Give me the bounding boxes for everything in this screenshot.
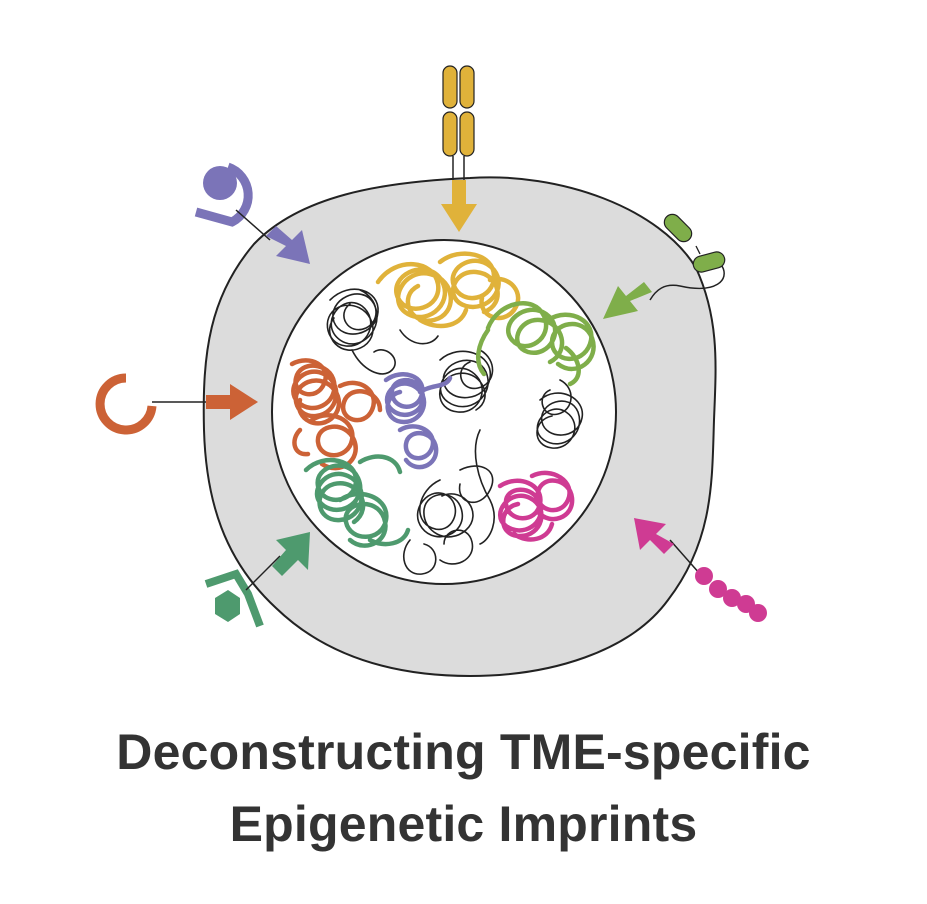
orange-arrow-icon	[206, 384, 258, 420]
yellow-arrow-icon	[441, 180, 477, 232]
chromatin-orange	[289, 358, 383, 471]
caption-line-1: Deconstructing TME-specific	[116, 724, 811, 780]
hexagon-ligand-receptor-icon	[204, 555, 281, 628]
caption-line-2: Epigenetic Imprints	[229, 796, 698, 852]
green-arrow-icon	[603, 282, 652, 319]
magenta-arrow-icon	[634, 518, 674, 554]
chromatin-yellow	[375, 251, 521, 329]
purple-arrow-icon	[266, 226, 310, 264]
teal-arrow-icon	[272, 532, 310, 576]
chromatin	[289, 251, 596, 575]
chromatin-black	[326, 288, 584, 575]
tethered-ligand-receptor-icon	[649, 213, 726, 301]
antibody-receptor-icon	[442, 65, 475, 180]
cup-receptor-icon	[95, 373, 206, 435]
bead-chain-receptor-icon	[669, 539, 767, 622]
chromatin-green	[475, 300, 596, 387]
chromatin-teal	[303, 454, 411, 548]
chromatin-magenta	[497, 470, 575, 542]
cup-receptor-with-ligand-icon	[194, 162, 271, 241]
chromatin-purple	[383, 372, 453, 470]
